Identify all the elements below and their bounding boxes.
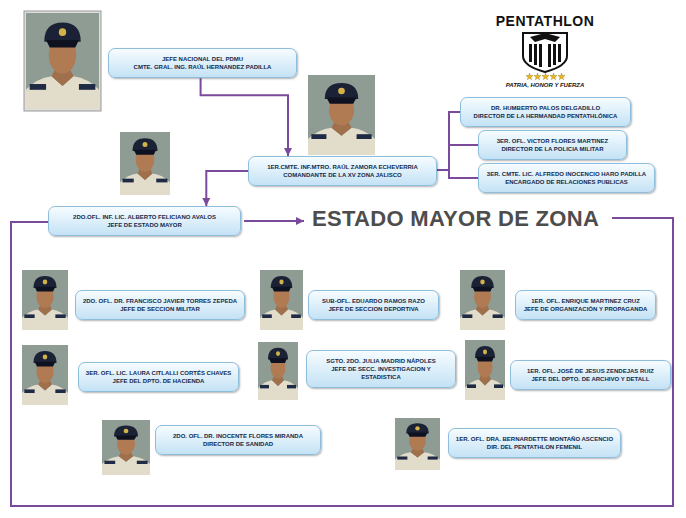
officer-photo — [395, 418, 440, 470]
officer-name: SUB-OFL. EDUARDO RAMOS RAZO — [315, 297, 432, 305]
officer-photo — [465, 340, 505, 400]
position-box: 3ER. CMTE. LIC. ALFREDO INOCENCIO HARO P… — [478, 163, 655, 193]
officer-name: 2DO. OFL. DR. FRANCISCO JAVIER TORRES ZE… — [82, 297, 238, 305]
chain-connector — [206, 171, 248, 206]
officer-role: JEFE DE ESTADO MAYOR — [55, 221, 234, 229]
position-box: 3ER. OFL. LIC. LAURA CITLALLI CORTÉS CHA… — [78, 362, 239, 392]
officer-role: DIRECTOR DE LA HERMANDAD PENTATHLÓNICA — [467, 112, 624, 120]
officer-role: ENCARGADO DE RELACIONES PUBLICAS — [485, 178, 648, 186]
officer-name: SGTO. 2DO. JULIA MADRID NÁPOLES — [313, 357, 449, 365]
officer-role: COMANDANTE DE LA XV ZONA JALISCO — [255, 171, 430, 179]
officer-name: 1ER.CMTE. INF.MTRO. RAÚL ZAMORA ECHEVERR… — [255, 163, 430, 171]
officer-role: JEFE DE SECC. INVESTIGACION Y ESTADISTIC… — [313, 365, 449, 381]
title-arrow — [244, 220, 304, 222]
officer-name: 1ER. OFL. DRA. BERNARDETTE MONTAÑO ASCEN… — [455, 435, 614, 443]
officer-name: 3ER. CMTE. LIC. ALFREDO INOCENCIO HARO P… — [485, 170, 648, 178]
position-box: 1ER.CMTE. INF.MTRO. RAÚL ZAMORA ECHEVERR… — [248, 156, 437, 186]
officer-name: 3ER. OFL. VICTOR FLORES MARTINEZ — [485, 137, 620, 145]
position-box: 1ER. OFL. ENRIQUE MARTINEZ CRUZJEFE DE O… — [515, 290, 656, 320]
logo-star — [558, 73, 565, 80]
officer-photo — [26, 13, 99, 109]
officer-photo — [120, 132, 170, 195]
logo-bars — [529, 44, 561, 67]
position-box: SUB-OFL. EDUARDO RAMOS RAZOJEFE DE SECCI… — [308, 290, 439, 320]
section-title: ESTADO MAYOR DE ZONA — [312, 206, 599, 232]
officer-role: DIRECTOR DE SANIDAD — [162, 440, 314, 448]
officer-photo — [102, 420, 150, 475]
officer-photo — [260, 270, 303, 330]
photo-frame — [24, 11, 101, 111]
officer-role: DIRECTOR DE LA POLICIA MILITAR — [485, 145, 620, 153]
staff-frame — [11, 218, 673, 506]
position-box: 2DO. OFL. DR. INOCENTE FLORES MIRANDADIR… — [155, 425, 321, 455]
officer-role: JEFE DEL DPTO. DE HACIENDA — [85, 377, 232, 385]
logo-name: PENTATHLON — [496, 13, 595, 29]
officer-name: 1ER. OFL. ENRIQUE MARTINEZ CRUZ — [522, 297, 649, 305]
officer-role: JEFE DEL DPTO. DE ARCHIVO Y DETALL — [517, 375, 664, 383]
officer-name: 3ER. OFL. LIC. LAURA CITLALLI CORTÉS CHA… — [85, 369, 232, 377]
officer-photo — [22, 345, 68, 405]
position-box: 2DO. OFL. DR. FRANCISCO JAVIER TORRES ZE… — [75, 290, 245, 320]
logo-star — [534, 73, 541, 80]
officer-name: 2DO. OFL. DR. INOCENTE FLORES MIRANDA — [162, 432, 314, 440]
officer-name: 2DO.OFL. INF. LIC. ALBERTO FELICIANO AVA… — [55, 213, 234, 221]
officer-photo — [460, 270, 505, 330]
position-box: DR. HUMBERTO PALOS DELGADILLODIRECTOR DE… — [460, 97, 631, 127]
logo-star — [542, 73, 549, 80]
position-box: 2DO.OFL. INF. LIC. ALBERTO FELICIANO AVA… — [48, 206, 241, 236]
chain-connector — [437, 170, 478, 178]
officer-name: JEFE NACIONAL DEL PDMU — [115, 55, 290, 63]
officer-name: 1ER. OFL. JOSÉ DE JESUS ZENDEJAS RUIZ — [517, 367, 664, 375]
position-box: 1ER. OFL. JOSÉ DE JESUS ZENDEJAS RUIZJEF… — [510, 360, 671, 390]
position-box: 1ER. OFL. DRA. BERNARDETTE MONTAÑO ASCEN… — [448, 428, 621, 458]
position-box: JEFE NACIONAL DEL PDMUCMTE. GRAL. ING. R… — [108, 48, 297, 78]
chain-connector — [201, 78, 288, 156]
logo-shield — [523, 33, 567, 72]
officer-role: JEFE DE SECCION MILITAR — [82, 305, 238, 313]
officer-name: DR. HUMBERTO PALOS DELGADILLO — [467, 104, 624, 112]
officer-photo — [308, 75, 375, 155]
position-box: 3ER. OFL. VICTOR FLORES MARTINEZDIRECTOR… — [478, 130, 627, 160]
logo-eagle — [530, 33, 560, 42]
logo-motto: PATRIA, HONOR Y FUERZA — [506, 82, 585, 88]
officer-photo — [22, 270, 68, 330]
officer-role: JEFE DE ORGANIZACIÓN Y PROPAGANDA — [522, 305, 649, 313]
logo-star — [526, 73, 533, 80]
chain-connector — [437, 145, 478, 170]
officer-role: JEFE DE SECCION DEPORTIVA — [315, 305, 432, 313]
officer-role: DIR. DEL PENTATHLON FEMENIL — [455, 443, 614, 451]
logo-star — [550, 73, 557, 80]
position-box: SGTO. 2DO. JULIA MADRID NÁPOLESJEFE DE S… — [306, 350, 456, 388]
officer-role: CMTE. GRAL. ING. RAÚL HERNANDEZ PADILLA — [115, 63, 290, 71]
officer-photo — [258, 342, 298, 400]
